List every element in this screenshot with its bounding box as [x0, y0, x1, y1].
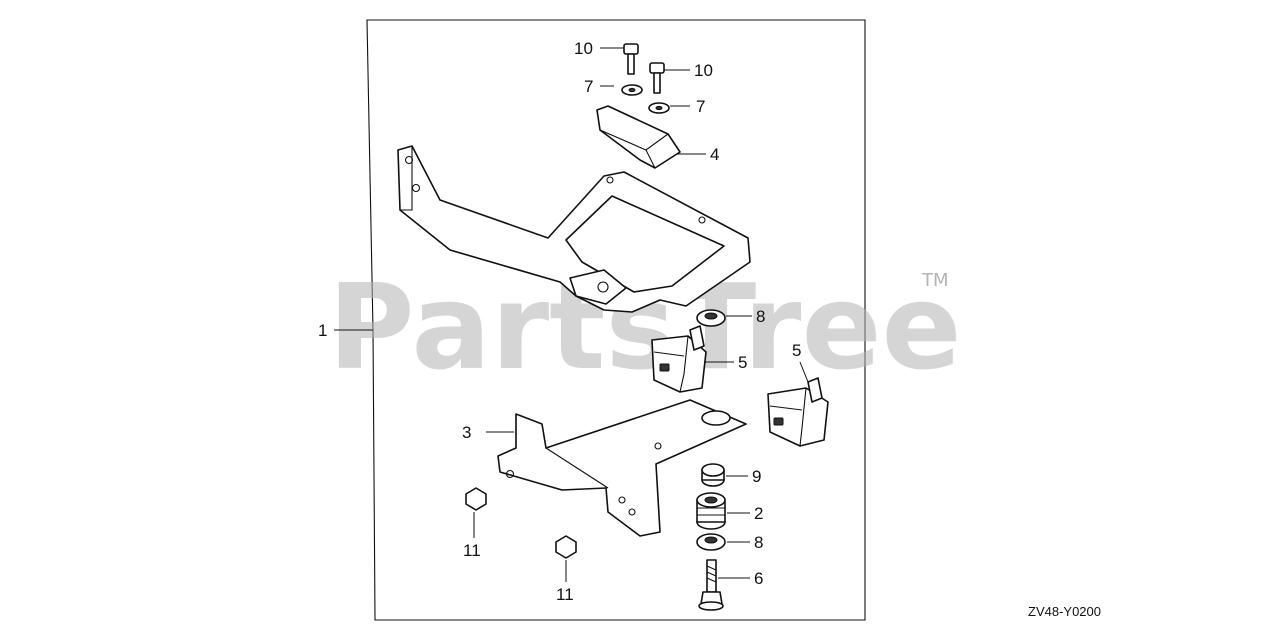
watermark-trademark: TM — [921, 270, 949, 291]
callout-labels: 10 10 7 7 4 1 8 5 5 3 9 2 8 6 11 11 — [318, 39, 801, 604]
part-5-rubber-mount-center[interactable] — [651, 325, 707, 393]
part-2-rubber-bushing[interactable] — [696, 492, 726, 530]
callout-7-right: 7 — [696, 97, 705, 116]
part-5-rubber-mount-right[interactable] — [767, 377, 829, 447]
callout-9: 9 — [752, 467, 761, 486]
part-7-washer-right[interactable] — [648, 102, 670, 114]
part-11-nut-center[interactable] — [555, 535, 577, 559]
callout-7-left: 7 — [584, 77, 593, 96]
callout-5-center: 5 — [738, 353, 747, 372]
part-10-bolt-left[interactable] — [623, 43, 639, 75]
leader-lines — [334, 47, 809, 582]
part-4-bracket-cap[interactable] — [596, 105, 681, 169]
callout-11-center: 11 — [556, 585, 574, 604]
part-7-washer-left[interactable] — [621, 84, 643, 96]
callout-5-right: 5 — [792, 341, 801, 360]
part-9-collar[interactable] — [701, 463, 725, 487]
part-6-bolt[interactable] — [698, 559, 724, 611]
part-11-nut-left[interactable] — [465, 487, 487, 511]
callout-8-lower: 8 — [754, 533, 763, 552]
main-mounting-frame[interactable] — [397, 145, 751, 313]
figure-code: ZV48-Y0200 — [1028, 604, 1101, 619]
assembly-frame — [366, 19, 866, 621]
callout-8-upper: 8 — [756, 307, 765, 326]
part-8-washer-upper[interactable] — [696, 309, 726, 327]
part-10-bolt-right[interactable] — [649, 62, 665, 94]
callout-10-right: 10 — [694, 61, 713, 80]
callout-1: 1 — [318, 321, 327, 340]
callout-4: 4 — [710, 145, 719, 164]
callout-2: 2 — [754, 504, 763, 523]
callout-6: 6 — [754, 569, 763, 588]
part-8-washer-lower[interactable] — [696, 533, 726, 551]
callout-3: 3 — [462, 423, 471, 442]
callout-11-left: 11 — [463, 541, 481, 560]
callout-10-left: 10 — [574, 39, 593, 58]
part-3-lower-plate[interactable] — [497, 399, 747, 537]
